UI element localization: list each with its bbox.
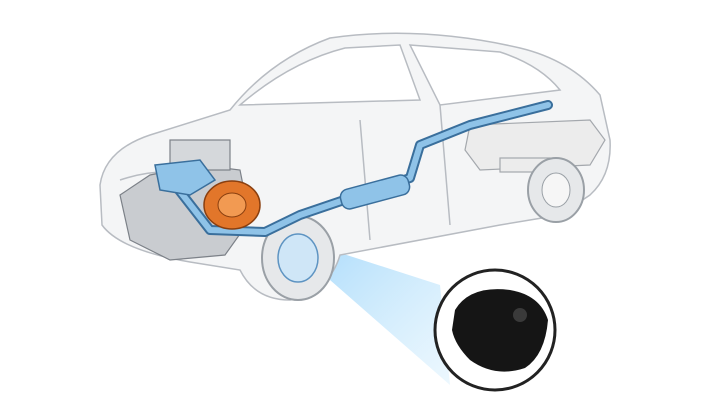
- rear-wheel: [527, 157, 585, 223]
- exhaust-manifold: [154, 159, 217, 196]
- front-wheel: [261, 215, 335, 301]
- muffler: [339, 174, 411, 210]
- catalytic-converter-highlight: [203, 180, 261, 230]
- magnifier-beam: [300, 240, 450, 385]
- magnified-part-inset: [433, 268, 557, 392]
- fuel-tank: [464, 119, 606, 173]
